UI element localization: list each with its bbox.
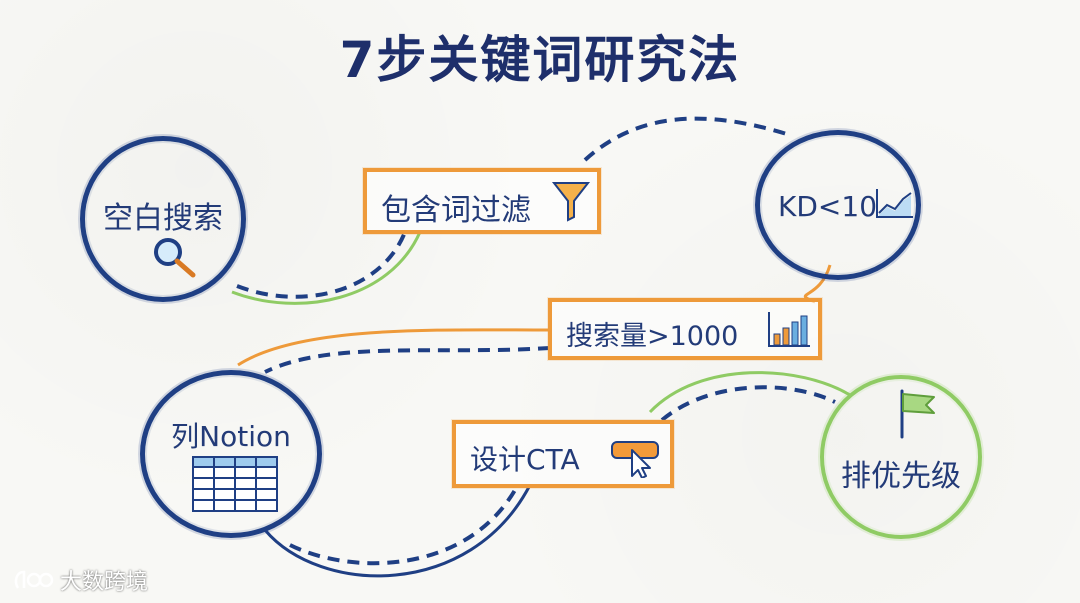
step-2-node: 包含词过滤 bbox=[363, 168, 601, 234]
step-6-node: 设计CTA bbox=[452, 420, 674, 488]
connector-step5-step6-solid bbox=[263, 484, 532, 578]
step-3-label: KD<10 bbox=[778, 190, 878, 223]
connector-step1-step2-solid bbox=[231, 231, 422, 305]
bar-chart-icon bbox=[768, 312, 810, 347]
line-chart-icon bbox=[876, 189, 913, 218]
connector-step1-step2-dashed bbox=[236, 231, 407, 299]
watermark-text: 大数跨境 bbox=[60, 570, 149, 595]
step-1-label: 空白搜索 bbox=[103, 201, 223, 236]
connector-step6-step7-solid bbox=[648, 371, 851, 414]
step-1-node: 空白搜索 bbox=[80, 136, 246, 302]
connector-step5-step6-dashed bbox=[289, 488, 517, 566]
step-7-label: 排优先级 bbox=[841, 459, 961, 494]
page-title: 7步关键词研究法 bbox=[339, 31, 741, 89]
cursor-button-icon bbox=[611, 441, 659, 478]
table-icon bbox=[192, 456, 278, 512]
connector-step4-step5-solid bbox=[237, 328, 549, 367]
step-5-label: 列Notion bbox=[171, 420, 291, 453]
dashuju-logo-icon bbox=[14, 570, 54, 589]
step-6-label: 设计CTA bbox=[470, 443, 580, 476]
connector-step6-step7-dashed bbox=[660, 385, 836, 422]
step-7-node: 排优先级 bbox=[820, 375, 982, 539]
connector-step2-step3-dashed bbox=[583, 116, 791, 162]
flag-icon bbox=[900, 389, 935, 439]
magnifier-icon bbox=[154, 238, 196, 278]
funnel-icon bbox=[551, 182, 591, 222]
connector-step4-step5-dashed bbox=[264, 346, 551, 374]
step-5-node: 列Notion bbox=[140, 370, 322, 538]
step-4-label: 搜索量>1000 bbox=[566, 321, 739, 352]
step-3-node: KD<10 bbox=[755, 130, 921, 280]
step-4-node: 搜索量>1000 bbox=[548, 298, 822, 360]
step-2-label: 包含词过滤 bbox=[381, 193, 531, 228]
